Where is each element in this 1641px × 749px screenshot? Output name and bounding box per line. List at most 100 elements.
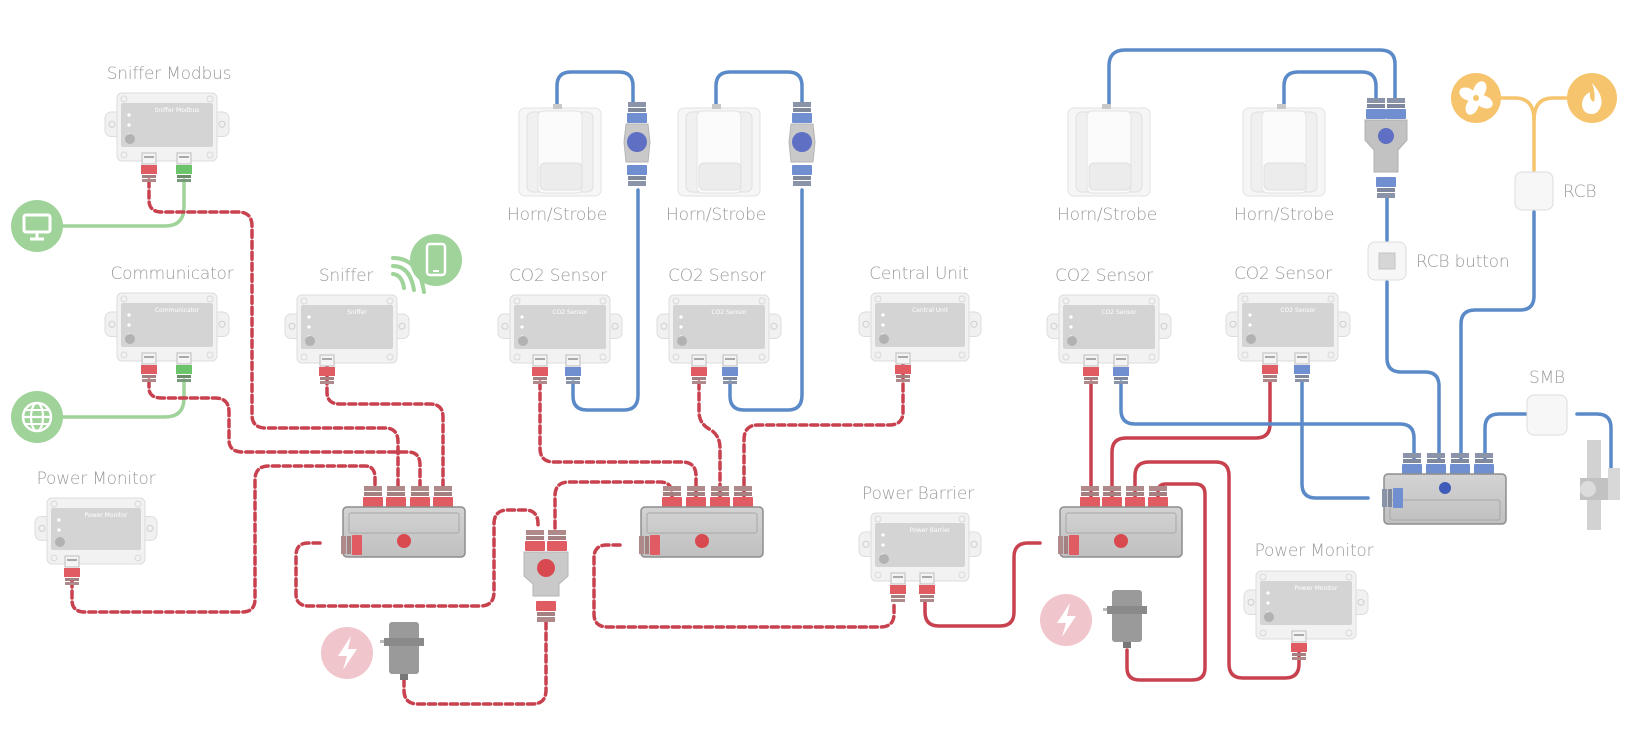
rj45-jack (141, 152, 157, 182)
rcb-box (1514, 171, 1554, 211)
cable-horn2-inline2 (714, 70, 804, 108)
flame-icon (1567, 73, 1617, 123)
device-face-text: Power Monitor (85, 512, 128, 519)
rj45-jack (890, 572, 906, 602)
label-central-unit: Central Unit (869, 264, 969, 284)
wifi-waves-icon (391, 256, 426, 294)
hub-3 (1058, 486, 1183, 558)
horn-strobe-2 (677, 104, 761, 197)
cable-hub2-powerbarrier (592, 543, 896, 629)
label-power-monitor-2: Power Monitor (1254, 541, 1374, 561)
cable-sniffer-modbus-hub1 (147, 178, 400, 488)
rj45-jack (1113, 354, 1129, 384)
rj45-jack (64, 555, 80, 585)
device-power-barrier: Power Barrier (858, 512, 982, 602)
valve (1580, 440, 1620, 530)
rj45-jack (919, 572, 935, 602)
cable-co2-2-hub2 (697, 380, 722, 499)
rj45-jack (1294, 352, 1310, 382)
label-power-monitor-1: Power Monitor (36, 469, 156, 489)
smartphone-icon (410, 234, 462, 286)
globe-icon (11, 391, 63, 443)
power-adapter (380, 622, 424, 680)
rj45-jack (176, 352, 192, 382)
label-co2-sensor-4: CO2 Sensor (1234, 264, 1332, 284)
blue-bus (555, 48, 1613, 500)
device-face-text: Power Barrier (910, 527, 951, 534)
power-adapter (1103, 590, 1147, 648)
cable-inline2-co2-2 (728, 188, 804, 412)
relay-links (1500, 96, 1568, 172)
cable-hub1-splitter1 (294, 508, 540, 608)
cable-horn3-splitter2 (1107, 48, 1397, 108)
label-co2-sensor-1: CO2 Sensor (509, 266, 607, 286)
cable-powermon1-hub1 (70, 464, 377, 614)
horn-strobe-3 (1067, 104, 1151, 197)
cable-pc-sniffer-modbus (58, 178, 186, 228)
rj45-jack (722, 354, 738, 384)
fan-icon (1451, 73, 1501, 123)
device-face-text: CO2 Sensor (1101, 309, 1137, 316)
rj45-jack (1291, 630, 1307, 660)
label-smb: SMB (1529, 368, 1565, 388)
device-face-text: Central Unit (912, 307, 949, 314)
cable-fan-rcb (1500, 96, 1536, 172)
lightning-icon (321, 627, 373, 679)
red-splitter (523, 530, 569, 622)
cable-central-hub2 (742, 360, 905, 499)
hub-2 (639, 486, 764, 558)
rj45-jack (691, 354, 707, 384)
label-power-barrier: Power Barrier (862, 484, 974, 504)
cable-hub3-adapter2 (1125, 482, 1207, 682)
cable-sniffer-hub1 (325, 364, 445, 488)
cable-co2-3-hub4 (1119, 380, 1416, 462)
cable-hub4-smb (1483, 412, 1529, 462)
cable-co2-4-hub3 (1110, 380, 1272, 499)
hub-4 (1382, 453, 1507, 525)
label-rcb: RCB (1563, 182, 1597, 202)
device-co2-sensor-4: CO2 Sensor (1225, 292, 1351, 382)
horn-strobe-1 (518, 104, 602, 197)
dashed-red-bus (70, 178, 905, 706)
cable-communicator-hub1 (147, 378, 422, 488)
cable-powerbarrier-hub3 (923, 541, 1042, 628)
label-sniffer: Sniffer (318, 266, 374, 286)
cable-flame-rcb (1532, 96, 1568, 122)
solid-red-bus (923, 380, 1301, 682)
label-communicator: Communicator (110, 264, 234, 284)
device-face-text: Sniffer Modbus (155, 107, 200, 114)
device-co2-sensor-3: CO2 Sensor (1046, 294, 1172, 384)
cable-smb-valve (1575, 412, 1613, 470)
rj45-jack (176, 152, 192, 182)
rj45-jack (532, 354, 548, 384)
label-co2-sensor-3: CO2 Sensor (1055, 266, 1153, 286)
inline-coupler-2 (788, 102, 816, 186)
label-horn-3: Horn/Strobe (1057, 205, 1157, 225)
hub-1 (341, 486, 466, 558)
cable-horn4-splitter2 (1282, 70, 1378, 108)
rj45-jack (1083, 354, 1099, 384)
device-face-text: Power Monitor (1295, 585, 1338, 592)
rj45-jack (1262, 352, 1278, 382)
device-power-monitor-1: Power Monitor (34, 497, 158, 585)
label-horn-2: Horn/Strobe (666, 205, 766, 225)
device-communicator: Communicator (104, 292, 230, 382)
rj45-jack (319, 354, 335, 384)
device-co2-sensor-1: CO2 Sensor (497, 294, 623, 384)
cable-splitter1-adapter1 (402, 620, 548, 706)
device-face-text: CO2 Sensor (711, 309, 747, 316)
monitor-icon (11, 200, 63, 252)
cable-inline1-co2-1 (571, 188, 640, 412)
device-face-text: Communicator (155, 307, 200, 314)
label-sniffer-modbus: Sniffer Modbus (106, 64, 232, 84)
rj45-jack (141, 352, 157, 382)
device-face-text: CO2 Sensor (1280, 307, 1316, 314)
device-face-text: Sniffer (347, 309, 367, 316)
inline-coupler-1 (623, 102, 651, 186)
rcb-button-box (1367, 241, 1407, 281)
blue-splitter (1364, 98, 1408, 198)
label-rcb-button: RCB button (1416, 252, 1510, 272)
device-sniffer-modbus: Sniffer Modbus (104, 92, 230, 182)
cable-hub3-powermon2 (1133, 460, 1301, 680)
